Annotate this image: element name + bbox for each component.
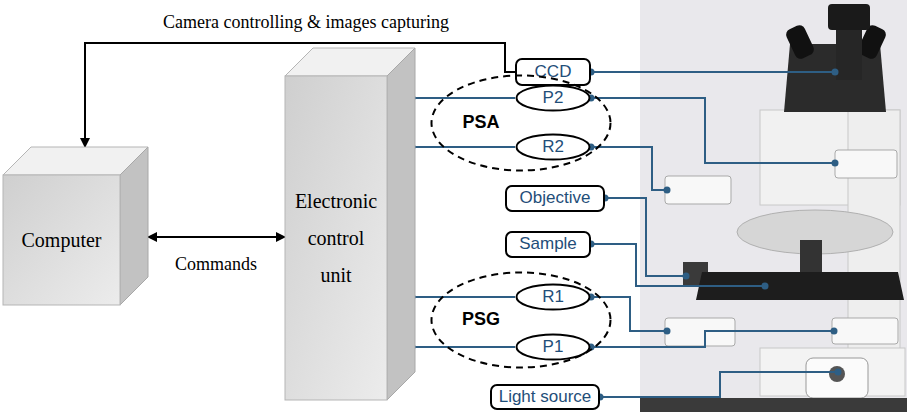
node-label: Sample: [519, 235, 577, 254]
leader-dot: [835, 369, 842, 376]
retarder-ellipse: R2: [515, 133, 591, 161]
node-label: R2: [542, 138, 564, 157]
wire-connector: [415, 146, 515, 148]
leader-dot: [832, 69, 839, 76]
analyzer-group: PSA P2R2: [430, 74, 612, 172]
polarizer-unit: [832, 318, 898, 344]
computer-box: Computer: [3, 147, 148, 305]
node-label: R1: [542, 288, 564, 307]
generator-group: PSG R1P1: [430, 271, 612, 369]
wire-connector: [415, 346, 515, 348]
wire-connector: [415, 97, 515, 99]
eyepiece: [784, 23, 816, 60]
text-holder: PSG: [452, 309, 510, 331]
node-outline: [3, 147, 148, 305]
arrow-connector: [148, 236, 285, 238]
box-front-face: [3, 175, 120, 305]
dashed-group-outline: [432, 273, 611, 368]
node-label: Objective: [520, 189, 591, 208]
node-outline: [430, 74, 612, 172]
leader-dot: [832, 160, 839, 167]
text-holder: CCD: [517, 60, 589, 84]
text-holder: PSA: [452, 112, 510, 134]
leader-line: [600, 372, 838, 397]
leader-line: [591, 297, 667, 331]
leader-dot: [683, 273, 690, 280]
text-holder: P2: [515, 84, 591, 112]
text-holder: P1: [515, 333, 591, 361]
node-label: PSA: [462, 113, 499, 133]
control-unit-box: Electronic control unit: [285, 48, 415, 400]
ellipse-outline: [517, 86, 590, 111]
wire-connector: [415, 296, 515, 298]
camera-box: CCD: [515, 58, 591, 86]
node-label: Electronic control unit: [293, 183, 379, 294]
leader-line: [591, 331, 834, 347]
ellipse-outline: [517, 285, 590, 310]
leader-line: [605, 198, 686, 276]
optical-table: [640, 398, 907, 412]
node-label: P2: [543, 89, 564, 108]
box-side-face: [120, 147, 148, 305]
leader-dot: [664, 328, 671, 335]
retarder-ellipse: R1: [515, 283, 591, 311]
leader-dot: [831, 328, 838, 335]
text-holder: R1: [515, 283, 591, 311]
analyzer-unit: [835, 150, 897, 178]
ellipse-outline: [517, 135, 590, 160]
node-label: P1: [543, 338, 564, 357]
sample-box: Sample: [505, 231, 591, 258]
node-label: Computer: [22, 228, 102, 252]
text-holder: Light source: [492, 386, 598, 408]
box-front-face: [285, 76, 387, 400]
connector-label: Camera controlling & images capturing: [160, 12, 452, 33]
light-controller: [806, 358, 868, 398]
dimmer-knob: [829, 366, 845, 382]
retarder-unit: [665, 176, 731, 204]
objective-box: Objective: [505, 185, 605, 212]
ellipse-outline: [517, 335, 590, 360]
node-label: Light source: [499, 388, 592, 407]
connector-label: Commands: [172, 254, 260, 275]
polarizer-ellipse: P2: [515, 84, 591, 112]
polarizer-ellipse: P1: [515, 333, 591, 361]
light-source-box: Light source: [490, 384, 600, 410]
text-holder: R2: [515, 133, 591, 161]
leader-dot: [664, 187, 671, 194]
text-holder: Electronic control unit: [285, 76, 387, 400]
text-holder: Objective: [507, 187, 603, 210]
leader-dot: [762, 283, 769, 290]
text-holder: Sample: [507, 233, 589, 256]
photo-background: [640, 0, 907, 412]
leader-line: [591, 98, 835, 163]
box-side-face: [387, 48, 415, 400]
node-outline: [285, 48, 415, 400]
camera-tube: [836, 30, 862, 80]
leader-line: [591, 71, 835, 73]
text-holder: Computer: [3, 175, 120, 305]
objective-lens: [800, 240, 822, 272]
leader-line: [591, 244, 765, 286]
camera-body: [828, 4, 870, 30]
leader-line: [591, 147, 667, 190]
dashed-group-outline: [432, 76, 611, 171]
node-label: PSG: [462, 310, 500, 330]
